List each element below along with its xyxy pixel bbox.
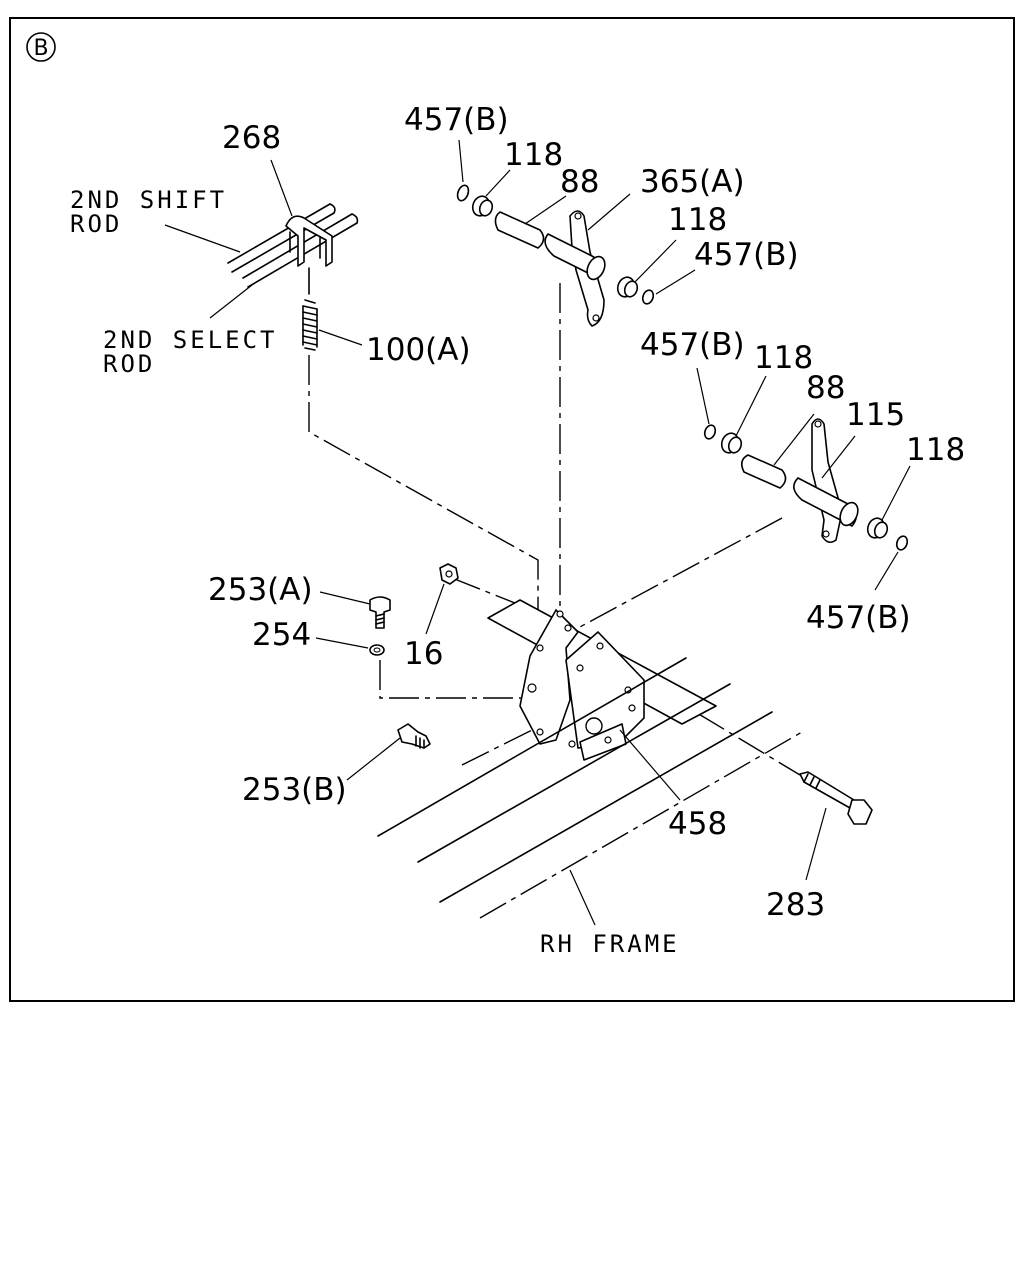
callout-118-top-right: 118 xyxy=(668,202,727,238)
callout-88-top: 88 xyxy=(560,164,599,200)
label-2nd-shift-rod-line1: 2ND SHIFT xyxy=(70,186,227,214)
callout-254: 254 xyxy=(252,617,311,653)
callout-16: 16 xyxy=(404,636,443,672)
callout-457b-top: 457(B) xyxy=(404,102,509,138)
callout-118-top: 118 xyxy=(504,137,563,173)
callout-118-mid: 118 xyxy=(754,340,813,376)
label-2nd-select-rod-line1: 2ND SELECT xyxy=(103,326,278,354)
upper-lever-assembly xyxy=(456,184,655,327)
callout-268: 268 xyxy=(222,120,281,156)
callout-100a: 100(A) xyxy=(366,332,471,368)
label-2nd-select-rod-line2: ROD xyxy=(103,350,155,378)
text-labels: 2ND SHIFT ROD 2ND SELECT ROD RH FRAME xyxy=(70,186,680,958)
label-rh-frame: RH FRAME xyxy=(540,930,680,958)
callout-253b: 253(B) xyxy=(242,772,347,808)
svg-text:B: B xyxy=(33,36,48,61)
bracket-assembly xyxy=(487,599,717,761)
callout-365a: 365(A) xyxy=(640,164,745,200)
shift-rod-assembly xyxy=(227,203,359,351)
fasteners xyxy=(369,563,873,825)
diagram-frame xyxy=(9,17,1015,1002)
leader-lines-rods xyxy=(164,159,363,346)
callouts: 268 100(A) 457(B) 118 88 365(A) 118 457(… xyxy=(208,102,965,923)
callout-458: 458 xyxy=(668,806,727,842)
label-2nd-shift-rod-line2: ROD xyxy=(70,210,122,238)
callout-253a: 253(A) xyxy=(208,572,313,608)
callout-118-mid-right: 118 xyxy=(906,432,965,468)
callout-457b-top-right: 457(B) xyxy=(694,237,799,273)
callout-457b-bottom: 457(B) xyxy=(806,600,911,636)
view-marker: B xyxy=(26,32,56,62)
callout-457b-mid: 457(B) xyxy=(640,327,745,363)
rh-frame xyxy=(377,657,803,926)
callout-88-mid: 88 xyxy=(806,370,845,406)
lower-lever-assembly xyxy=(703,418,909,551)
leader-lines-upper-lever xyxy=(458,139,696,295)
callout-283: 283 xyxy=(766,887,825,923)
leader-lines-lower-lever xyxy=(696,367,911,591)
callout-115: 115 xyxy=(846,397,905,433)
